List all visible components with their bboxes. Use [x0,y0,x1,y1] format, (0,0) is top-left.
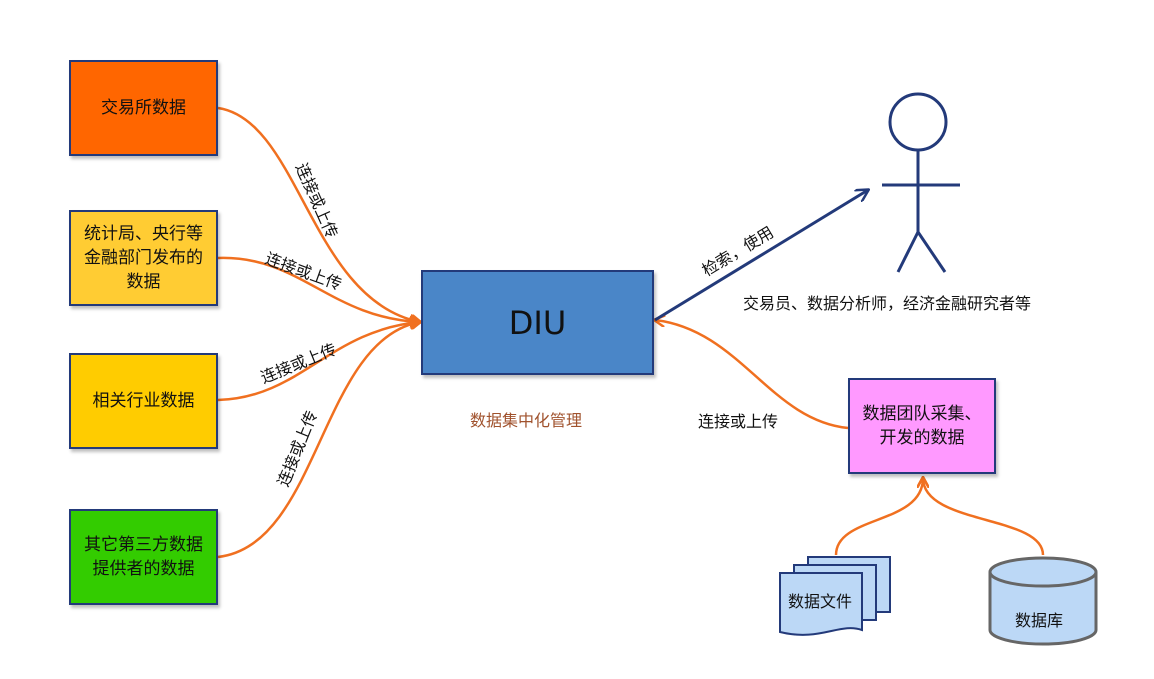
user-figure-icon [882,92,960,273]
data-files-label: 数据文件 [788,592,853,611]
source-stats-label: 统计局、央行等金融部门发布的数据 [84,224,203,292]
source-industry-label: 相关行业数据 [92,391,195,411]
source-exchange-box: 交易所数据 [69,60,218,156]
users-label: 交易员、数据分析师，经济金融研究者等 [743,294,1032,313]
connector-files [834,478,923,556]
diu-caption: 数据集中化管理 [470,411,583,430]
source-exchange-label: 交易所数据 [101,98,186,118]
team-data-box: 数据团队采集、开发的数据 [848,378,996,474]
diu-label: DIU [508,303,567,342]
usage-arrow [654,190,868,322]
connector-thirdparty [217,322,420,559]
source-stats-box: 统计局、央行等金融部门发布的数据 [69,210,218,306]
source-thirdparty-box: 其它第三方数据提供者的数据 [69,509,218,605]
connector-industry [217,322,420,402]
connector-stats [217,256,420,322]
data-file-stack-icon [779,556,891,636]
source-thirdparty-label: 其它第三方数据提供者的数据 [84,535,203,579]
connector-database [923,478,1045,556]
connector-exchange [217,106,420,322]
team-data-label: 数据团队采集、开发的数据 [862,404,982,448]
source-industry-box: 相关行业数据 [69,353,218,449]
diu-box: DIU [421,270,654,375]
database-cylinder-icon [988,556,1098,646]
connector-team [655,320,849,430]
connection-label-team: 连接或上传 [698,412,779,431]
database-label: 数据库 [1015,611,1064,630]
